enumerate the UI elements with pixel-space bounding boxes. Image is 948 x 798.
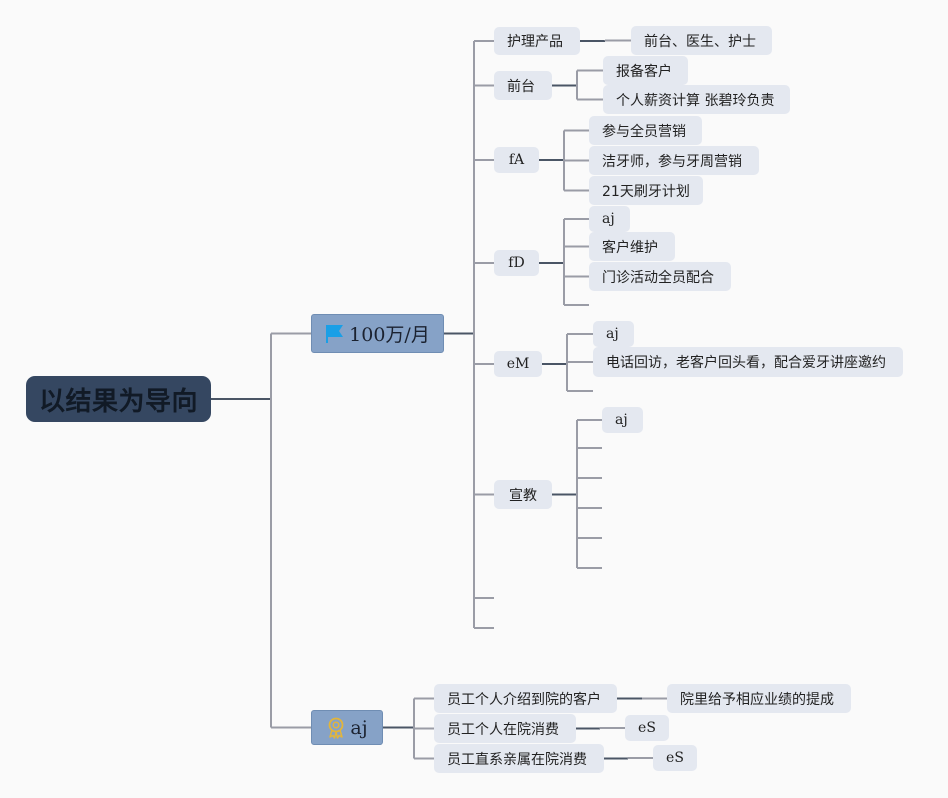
topic-em[interactable]: eM xyxy=(494,351,542,377)
topic-fd[interactable]: fD xyxy=(494,250,539,276)
topic-all-staff-marketing[interactable]: 参与全员营销 xyxy=(589,116,702,145)
topic-commission[interactable]: 院里给予相应业绩的提成 xyxy=(667,684,851,713)
topic-es[interactable]: eS xyxy=(625,715,669,741)
award-icon xyxy=(326,717,346,739)
topic-label: 宣教 xyxy=(509,487,537,504)
topic-salary-calc[interactable]: 个人薪资计算 张碧玲负责 xyxy=(603,85,790,114)
topic-label: aj xyxy=(602,211,615,227)
topic-report-customer[interactable]: 报备客户 xyxy=(603,56,688,85)
topic-customer-care[interactable]: 客户维护 xyxy=(589,232,675,261)
flag-icon xyxy=(325,323,345,345)
topic-fa[interactable]: fA xyxy=(494,147,539,173)
topic-label: 洁牙师，参与牙周营销 xyxy=(602,153,742,170)
topic-label: 员工个人介绍到院的客户 xyxy=(447,691,601,708)
topic-label: 前台 xyxy=(507,78,535,95)
topic-label: aj xyxy=(615,412,628,428)
topic-nursing-products[interactable]: 护理产品 xyxy=(494,27,580,55)
topic-label: 客户维护 xyxy=(602,239,658,256)
topic-aj[interactable]: aj xyxy=(602,407,643,433)
topic-label: 院里给予相应业绩的提成 xyxy=(680,691,834,708)
topic-staff-referral[interactable]: 员工个人介绍到院的客户 xyxy=(434,684,617,713)
topic-staff-roles[interactable]: 前台、医生、护士 xyxy=(631,26,772,55)
root-topic-label: 以结果为导向 xyxy=(38,386,198,417)
topic-phone-followup[interactable]: 电话回访，老客户回头看，配合爱牙讲座邀约 xyxy=(593,347,903,377)
topic-staff-spending[interactable]: 员工个人在院消费 xyxy=(434,714,576,743)
topic-label: 电话回访，老客户回头看，配合爱牙讲座邀约 xyxy=(606,355,886,371)
main-topic-monthly-target[interactable]: 100万/月 xyxy=(311,314,444,353)
topic-label: 护理产品 xyxy=(507,34,563,50)
topic-es[interactable]: eS xyxy=(653,745,697,771)
root-topic[interactable]: 以结果为导向 xyxy=(26,376,211,422)
topic-label: eM xyxy=(506,356,530,372)
topic-family-spending[interactable]: 员工直系亲属在院消费 xyxy=(434,744,604,773)
topic-label: 21天刷牙计划 xyxy=(602,183,690,200)
topic-label: fD xyxy=(508,255,525,271)
topic-label: 前台、医生、护士 xyxy=(644,33,756,50)
topic-21-day-plan[interactable]: 21天刷牙计划 xyxy=(589,176,703,205)
topic-aj[interactable]: aj xyxy=(589,206,630,232)
topic-label: fA xyxy=(508,152,525,168)
topic-label: 员工直系亲属在院消费 xyxy=(447,751,587,768)
topic-label: 门诊活动全员配合 xyxy=(602,269,714,286)
topic-label: 个人薪资计算 张碧玲负责 xyxy=(616,92,775,109)
topic-front-desk[interactable]: 前台 xyxy=(494,71,552,100)
topic-clinic-activity[interactable]: 门诊活动全员配合 xyxy=(589,262,731,291)
main-topic-label: 100万/月 xyxy=(349,324,430,346)
topic-label: aj xyxy=(606,326,619,342)
topic-label: 参与全员营销 xyxy=(602,123,686,140)
topic-label: eS xyxy=(638,720,656,736)
topic-aj[interactable]: aj xyxy=(593,321,634,347)
main-topic-label: aj xyxy=(350,716,368,739)
topic-education[interactable]: 宣教 xyxy=(494,480,552,509)
main-topic-aj[interactable]: aj xyxy=(311,710,383,745)
topic-label: 员工个人在院消费 xyxy=(447,721,559,738)
topic-label: 报备客户 xyxy=(616,63,672,80)
topic-label: eS xyxy=(666,750,684,766)
topic-hygienist-marketing[interactable]: 洁牙师，参与牙周营销 xyxy=(589,146,759,175)
